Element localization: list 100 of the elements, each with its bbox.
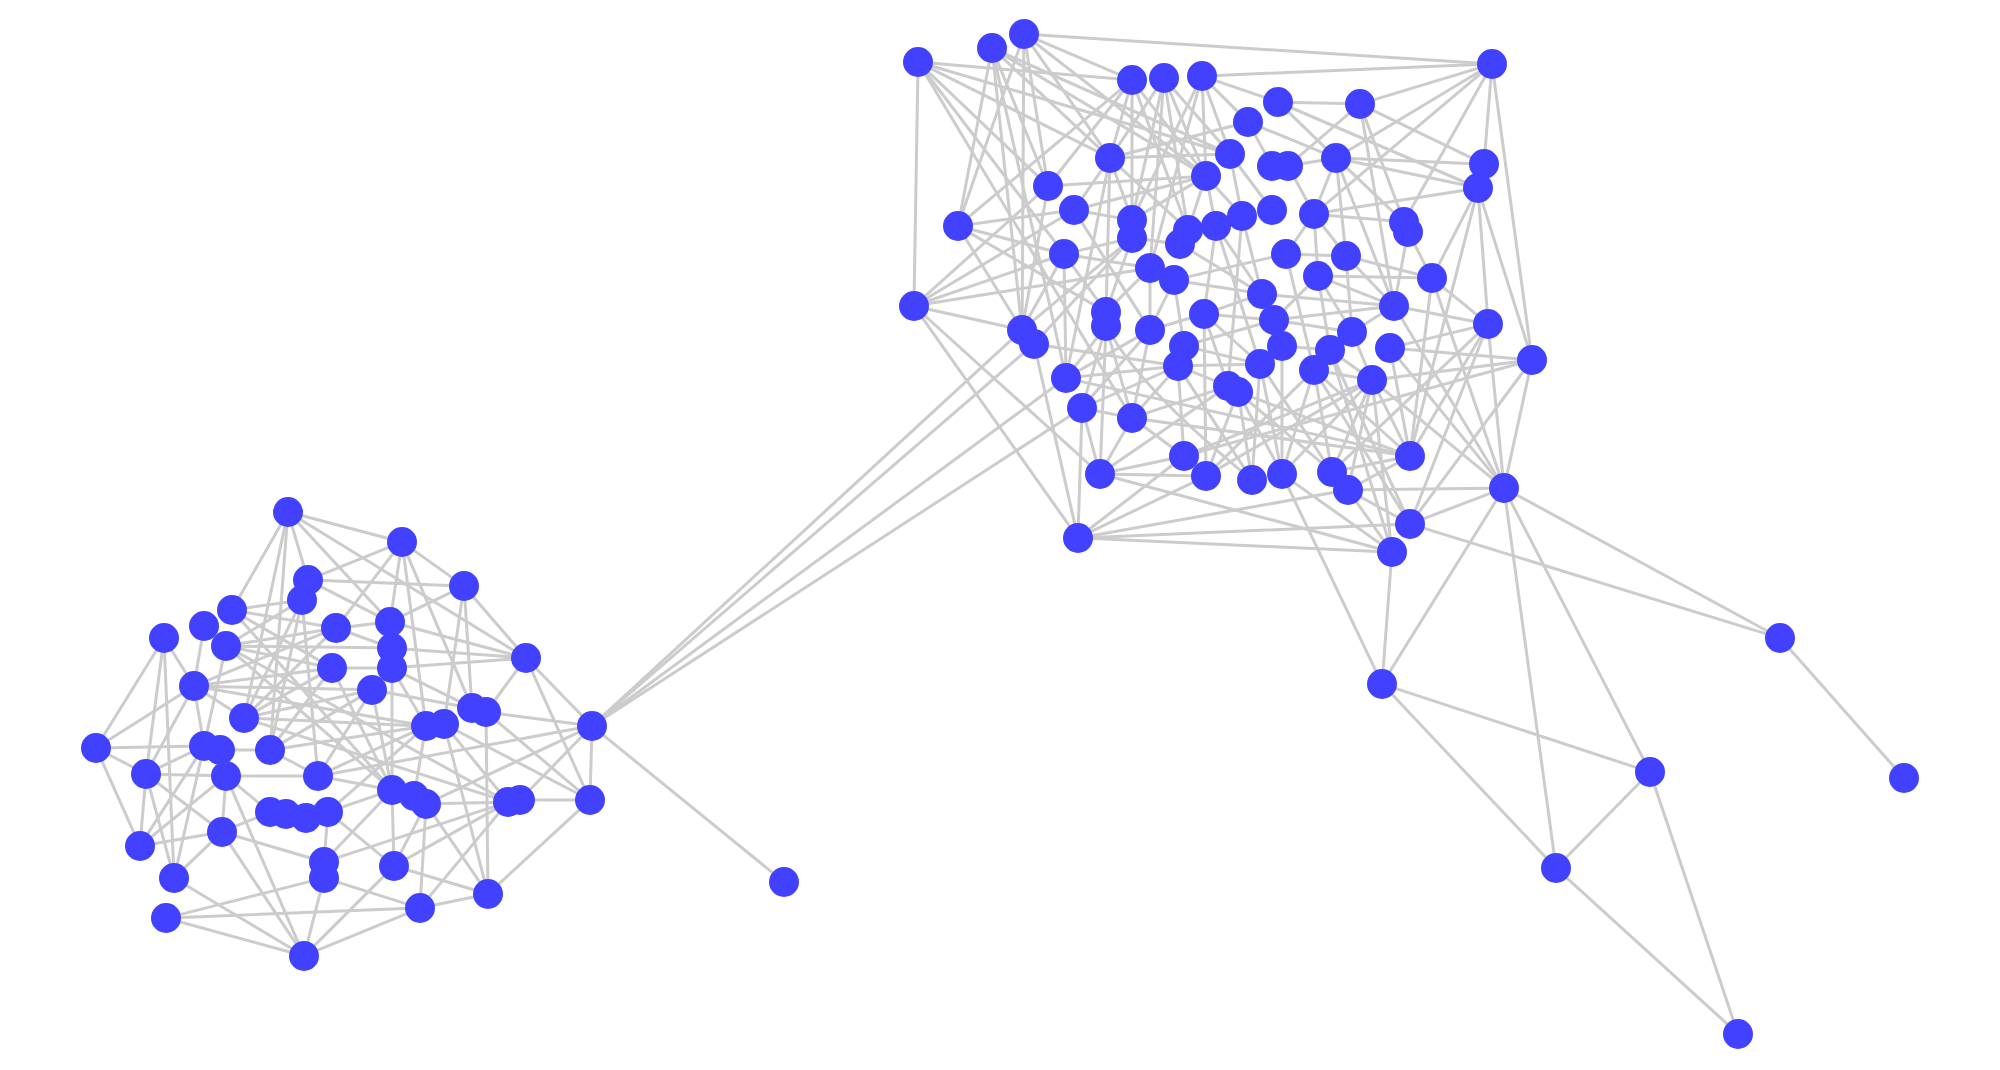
- edge-line: [1201, 89, 1207, 163]
- edge-line: [1238, 405, 1252, 467]
- edge-line: [931, 61, 1119, 81]
- edge-line: [159, 772, 213, 778]
- node-dot: [1135, 315, 1165, 345]
- edge-line: [1108, 338, 1130, 406]
- edge-line: [1291, 100, 1347, 106]
- edge-line: [1315, 383, 1331, 459]
- edge-line: [1286, 486, 1378, 672]
- edge-line: [1177, 379, 1185, 443]
- edge-line: [1113, 457, 1171, 473]
- edge-line: [534, 667, 584, 717]
- edge-line: [332, 799, 384, 853]
- node-dot: [375, 607, 405, 637]
- edge-line: [301, 514, 389, 540]
- edge-line: [1168, 90, 1202, 164]
- node-dot: [1165, 229, 1195, 259]
- node-dot: [473, 879, 503, 909]
- edge-line: [245, 611, 323, 627]
- edge-line: [1130, 93, 1134, 207]
- edge-line: [403, 673, 461, 703]
- edge-line: [1363, 116, 1401, 210]
- edge-line: [1217, 386, 1361, 470]
- edge-line: [1340, 357, 1362, 373]
- edge-line: [1137, 87, 1197, 209]
- edge-line: [1288, 267, 1312, 357]
- edge-line: [530, 670, 586, 788]
- edge-line: [146, 651, 164, 761]
- edge-line: [1260, 126, 1324, 154]
- edge-line: [1323, 72, 1483, 206]
- node-dot: [1159, 265, 1189, 295]
- node-dot: [1331, 241, 1361, 271]
- node-dot: [977, 33, 1007, 63]
- edge-line: [1320, 381, 1404, 513]
- edge-line: [588, 739, 594, 787]
- edge-line: [1215, 379, 1305, 467]
- edge-line: [1073, 336, 1099, 368]
- edge-line: [1042, 247, 1124, 335]
- edge-line: [1091, 491, 1335, 537]
- node-dot: [1259, 305, 1289, 335]
- node-dot: [1333, 475, 1363, 505]
- edge-line: [1318, 289, 1330, 337]
- edge-line: [1205, 88, 1227, 142]
- edge-line: [1377, 391, 1405, 445]
- edge-line: [1653, 784, 1735, 1022]
- edge-line: [1327, 371, 1359, 379]
- node-dot: [1257, 195, 1287, 225]
- edge-line: [1359, 495, 1399, 519]
- edge-line: [320, 546, 390, 576]
- edge-line: [1144, 389, 1216, 415]
- edge-line: [336, 805, 496, 859]
- edge-line: [1062, 267, 1068, 365]
- edge-line: [1123, 152, 1217, 160]
- edge-line: [1409, 75, 1487, 211]
- edge-line: [390, 803, 396, 853]
- edge-line: [992, 61, 1022, 317]
- edge-line: [971, 228, 1051, 252]
- edge-line: [1412, 201, 1476, 443]
- edge-line: [1112, 476, 1380, 550]
- node-dot: [289, 941, 319, 971]
- edge-line: [1077, 239, 1119, 253]
- edge-line: [401, 591, 453, 617]
- edge-line: [1135, 92, 1185, 218]
- edge-line: [1143, 182, 1195, 214]
- edge-line: [234, 834, 312, 860]
- edge-line: [239, 774, 305, 778]
- node-dot: [1019, 329, 1049, 359]
- edge-line: [1089, 481, 1195, 533]
- node-dot: [1377, 537, 1407, 567]
- node-dot: [1117, 65, 1147, 95]
- edge-line: [1133, 343, 1149, 405]
- node-dot: [149, 623, 179, 653]
- edge-line: [1148, 281, 1152, 317]
- node-dot: [899, 291, 929, 321]
- edge-line: [446, 737, 486, 881]
- edge-line: [234, 816, 258, 828]
- edge-line: [1422, 491, 1492, 521]
- edge-line: [1123, 124, 1235, 156]
- edge-line: [255, 673, 321, 713]
- edge-line: [1354, 265, 1386, 297]
- edge-line: [1361, 486, 1491, 492]
- edge-line: [1214, 185, 1234, 207]
- edge-line: [1071, 264, 1099, 302]
- edge-line: [1197, 347, 1247, 363]
- edge-line: [1290, 389, 1364, 465]
- edge-line: [1487, 337, 1505, 475]
- node-dot: [255, 735, 285, 765]
- node-dot: [575, 785, 605, 815]
- edge-line: [961, 46, 1021, 214]
- edge-line: [1162, 316, 1192, 328]
- node-dot: [131, 759, 161, 789]
- node-dot: [1085, 459, 1115, 489]
- node-dot: [1247, 279, 1277, 309]
- node-dot: [577, 711, 607, 741]
- edge-line: [1247, 400, 1323, 464]
- node-dot: [151, 903, 181, 933]
- edge-line: [1211, 85, 1239, 113]
- edge-line: [271, 613, 301, 737]
- edge-line: [929, 67, 1099, 153]
- edge-line: [1266, 374, 1326, 462]
